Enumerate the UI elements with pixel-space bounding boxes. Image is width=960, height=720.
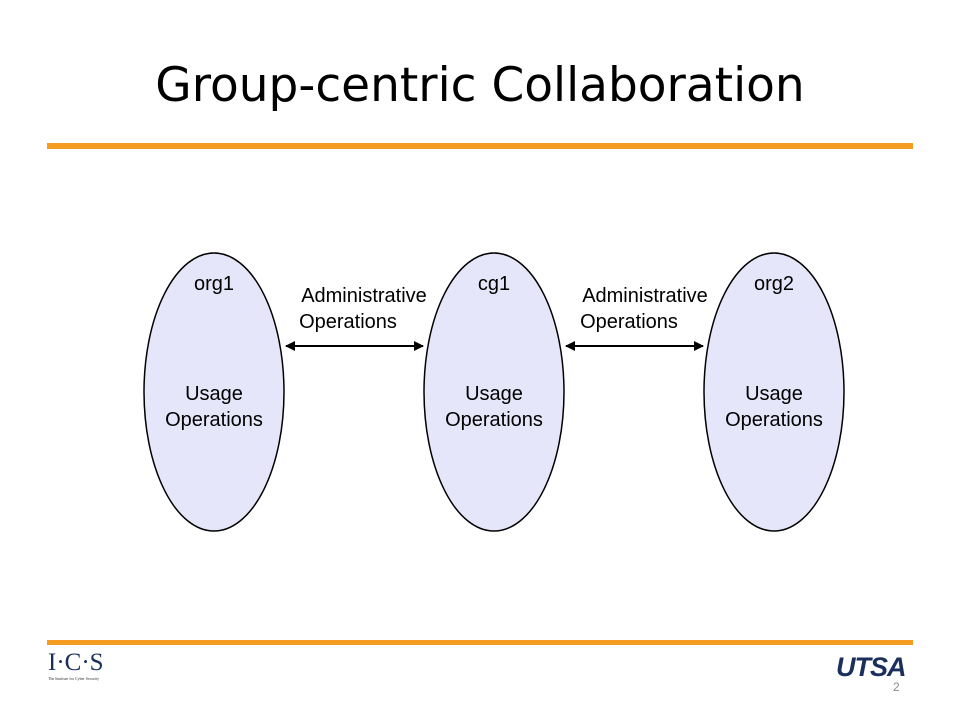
utsa-logo-letters: UTSA bbox=[836, 652, 907, 682]
node-org2: org2 Usage Operations bbox=[703, 252, 845, 532]
node-org1-body-line2: Operations bbox=[165, 409, 263, 431]
edge-org1-cg1-label-line2: Operations bbox=[299, 311, 397, 333]
title-divider bbox=[47, 143, 913, 149]
node-cg1: cg1 Usage Operations bbox=[423, 252, 565, 532]
ics-logo-tagline: The Institute for Cyber Security bbox=[48, 676, 100, 681]
node-org2-ellipse bbox=[703, 252, 845, 532]
node-org1: org1 Usage Operations bbox=[143, 252, 285, 532]
node-org2-body-line2: Operations bbox=[725, 409, 823, 431]
utsa-logo: UTSA bbox=[836, 653, 912, 681]
node-org1-ellipse bbox=[143, 252, 285, 532]
edge-cg1-org2: Administrative Operations bbox=[565, 285, 708, 351]
edge-org1-cg1-label-line1: Administrative bbox=[301, 285, 427, 307]
ics-logo: I·C·S The Institute for Cyber Security bbox=[48, 650, 108, 686]
node-org1-label: org1 bbox=[194, 273, 234, 295]
node-org2-label: org2 bbox=[754, 273, 794, 295]
ics-logo-letters: I·C·S bbox=[48, 649, 104, 676]
page-number: 2 bbox=[893, 680, 900, 694]
slide-title: Group-centric Collaboration bbox=[155, 58, 805, 113]
edge-cg1-org2-label-line1: Administrative bbox=[582, 285, 708, 307]
node-org2-body-line1: Usage bbox=[745, 383, 803, 405]
node-cg1-ellipse bbox=[423, 252, 565, 532]
edge-org1-cg1: Administrative Operations bbox=[285, 285, 427, 351]
node-cg1-body-line1: Usage bbox=[465, 383, 523, 405]
edge-cg1-org2-label-line2: Operations bbox=[580, 311, 678, 333]
node-org1-body-line1: Usage bbox=[185, 383, 243, 405]
node-cg1-label: cg1 bbox=[478, 273, 510, 295]
footer-divider bbox=[47, 640, 913, 645]
node-cg1-body-line2: Operations bbox=[445, 409, 543, 431]
